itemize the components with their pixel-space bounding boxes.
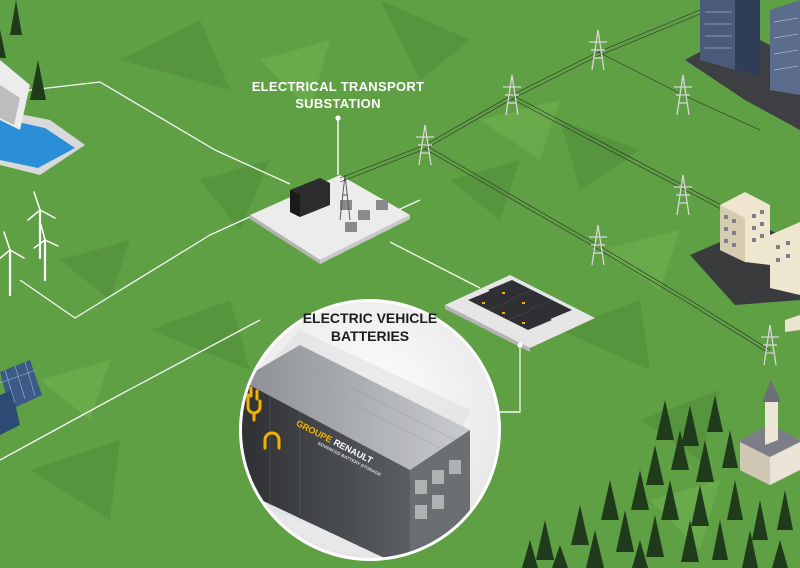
substation-label-line1: ELECTRICAL TRANSPORT <box>252 79 425 94</box>
batteries-label-line1: ELECTRIC VEHICLE <box>303 310 438 326</box>
batteries-label-line2: BATTERIES <box>331 328 409 344</box>
substation-label-line2: SUBSTATION <box>295 96 381 111</box>
